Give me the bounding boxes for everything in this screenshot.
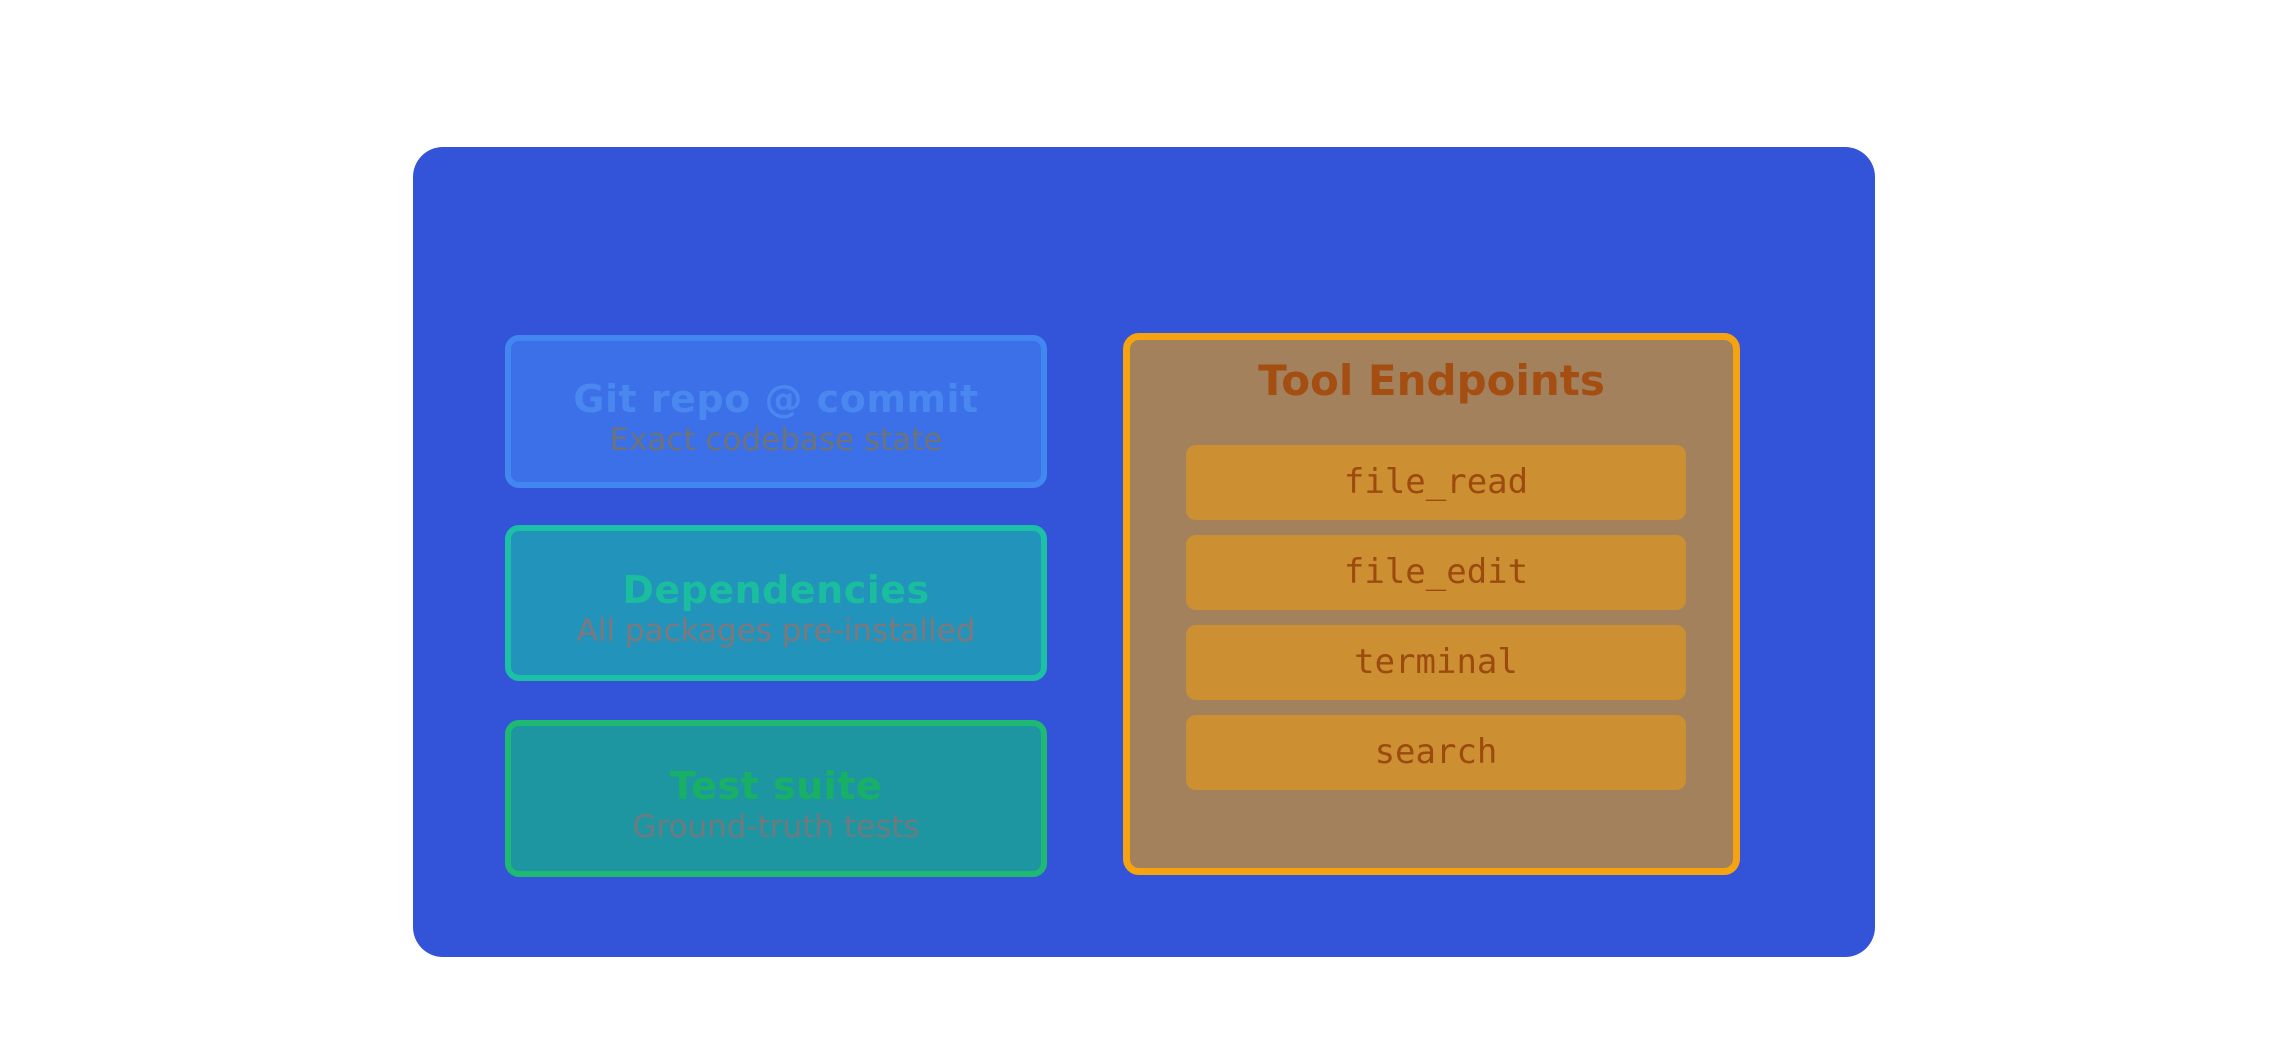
dependencies-title: Dependencies — [622, 568, 930, 612]
git-repo-subtitle: Exact codebase state — [609, 421, 943, 458]
git-repo-title: Git repo @ commit — [573, 376, 979, 421]
endpoint-file-edit: file_edit — [1186, 535, 1686, 610]
git-repo-box: Git repo @ commit Exact codebase state — [505, 335, 1047, 488]
endpoint-list: file_read file_edit terminal search — [1186, 445, 1686, 805]
dependencies-box: Dependencies All packages pre-installed — [505, 525, 1047, 681]
endpoint-terminal: terminal — [1186, 625, 1686, 700]
dependencies-subtitle: All packages pre-installed — [576, 613, 976, 649]
endpoint-file-read: file_read — [1186, 445, 1686, 520]
tool-endpoints-panel: Tool Endpoints file_read file_edit termi… — [1123, 333, 1740, 875]
sandbox-environment-container: Git repo @ commit Exact codebase state D… — [413, 147, 1875, 957]
endpoint-search: search — [1186, 715, 1686, 790]
test-suite-title: Test suite — [669, 763, 883, 808]
tool-endpoints-title: Tool Endpoints — [1258, 356, 1605, 405]
test-suite-box: Test suite Ground-truth tests — [505, 720, 1047, 877]
test-suite-subtitle: Ground-truth tests — [632, 808, 920, 845]
